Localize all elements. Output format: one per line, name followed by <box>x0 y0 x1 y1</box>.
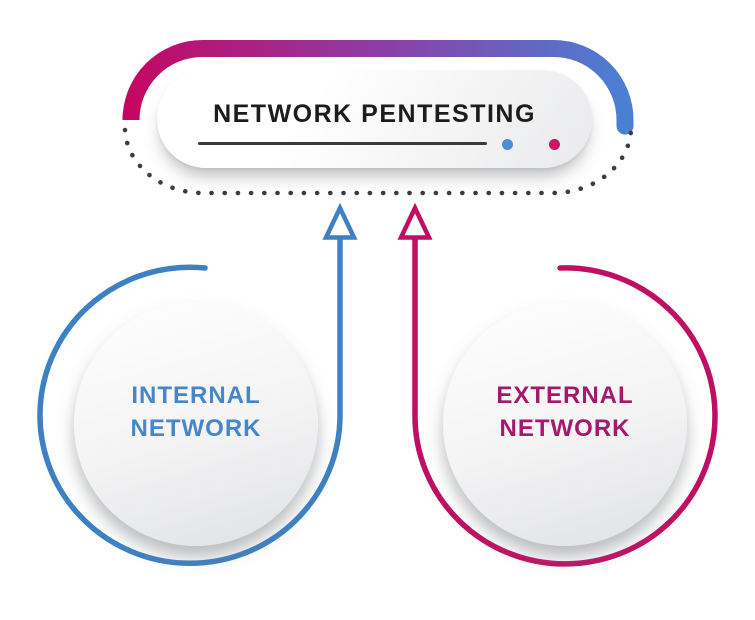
internal-label-line1: INTERNAL <box>131 382 261 409</box>
banner-underline <box>198 142 487 145</box>
internal-network-group <box>37 202 358 566</box>
banner-title: NETWORK PENTESTING <box>213 100 536 128</box>
banner-pill: NETWORK PENTESTING <box>157 70 592 168</box>
internal-label-line2: NETWORK <box>130 415 262 442</box>
external-network-circle <box>443 302 687 546</box>
internal-loop-line <box>37 232 343 566</box>
banner-gradient-arc <box>122 40 634 135</box>
internal-network-label: INTERNAL NETWORK <box>73 379 319 445</box>
external-label-line2: NETWORK <box>499 415 631 442</box>
blue-dot-icon <box>502 139 513 150</box>
external-arrow-up-icon <box>397 202 433 240</box>
external-loop-line <box>412 232 718 567</box>
external-network-label: EXTERNAL NETWORK <box>442 379 688 445</box>
external-label-line1: EXTERNAL <box>496 382 634 409</box>
pink-dot-icon <box>549 139 560 150</box>
external-network-group <box>397 202 718 567</box>
internal-network-circle <box>74 302 318 546</box>
internal-arrow-up-icon <box>322 202 358 240</box>
